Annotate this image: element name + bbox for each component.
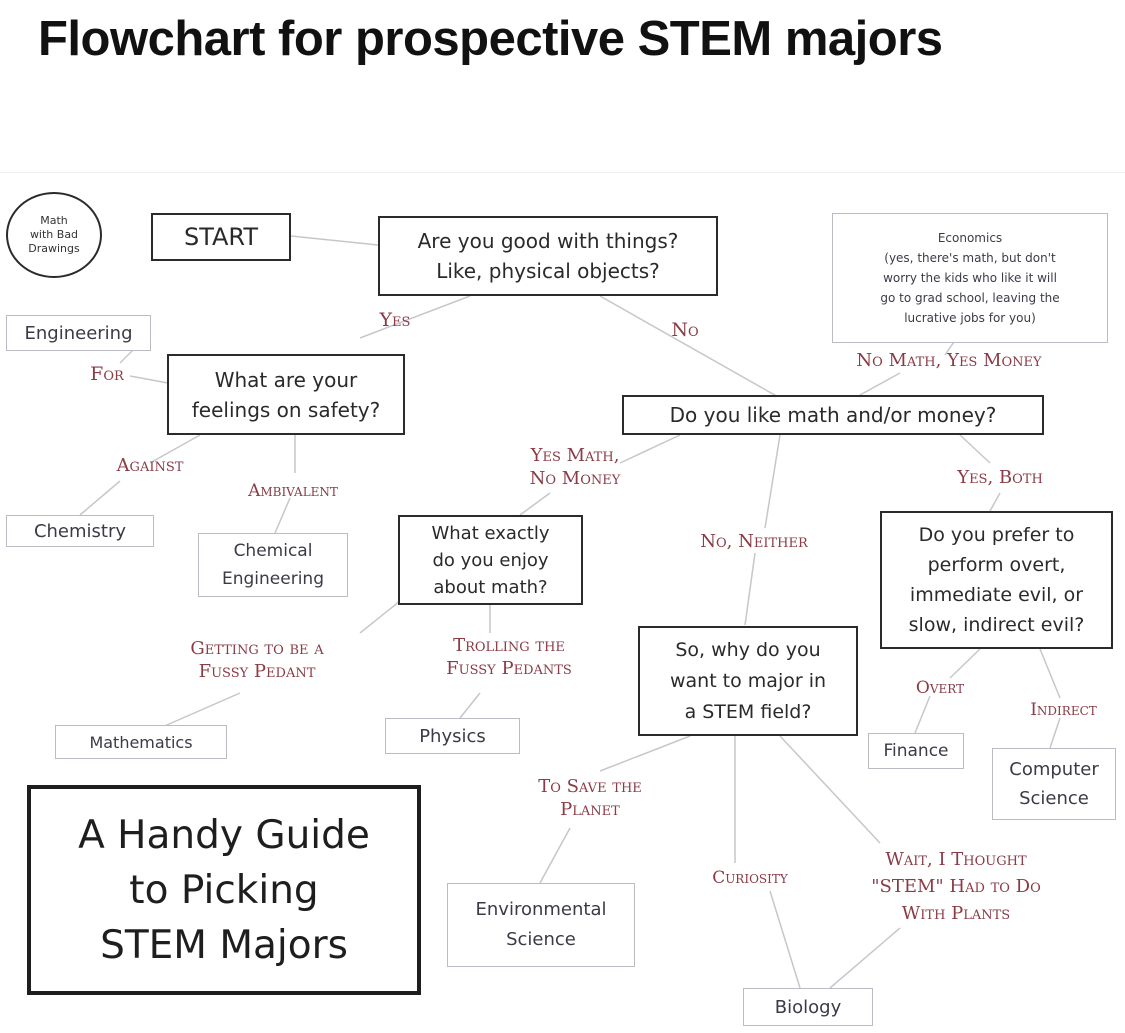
result-physics: Physics (385, 718, 520, 754)
result-engineering: Engineering (6, 315, 151, 351)
node-enjoy-about-math: What exactly do you enjoy about math? (398, 515, 583, 605)
edge-label-curiosity: Curiosity (712, 868, 788, 888)
connector-lines (79, 235, 1061, 989)
edge-label-yes-math-no-money: Yes Math, No Money (529, 445, 621, 489)
node-feelings-on-safety: What are your feelings on safety? (167, 354, 405, 435)
connector-safety-against (149, 434, 201, 464)
connector-plants-bio (829, 927, 901, 989)
connector-why-planet (599, 735, 691, 772)
edge-label-fussy-pedant: Getting to be a Fussy Pedant (190, 638, 324, 682)
connector-for-safety (129, 375, 169, 384)
edge-label-yes-both: Yes, Both (957, 467, 1043, 488)
edge-label-overt: Overt (915, 678, 965, 698)
edge-label-no-math-yes-money: No Math, Yes Money (856, 350, 1042, 371)
edge-label-against: Against (116, 455, 184, 476)
handy-guide-title-box: A Handy Guide to Picking STEM Majors (27, 785, 421, 995)
connector-trolling-physics (459, 692, 481, 719)
connector-pedant-math (159, 692, 241, 729)
edge-label-for: For (90, 363, 124, 385)
math-with-bad-drawings-logo: Math with Bad Drawings (6, 192, 102, 278)
connector-curiosity-bio (769, 890, 801, 989)
connector-q-yesmath (619, 434, 681, 464)
connector-yesmath-enjoy (519, 492, 551, 516)
page-title: Flowchart for prospective STEM majors (38, 12, 943, 66)
connector-nomath-q (859, 372, 901, 396)
edge-label-indirect: Indirect (1030, 700, 1097, 720)
connector-start-things (290, 235, 379, 246)
connector-ambivalent-chemeng (274, 497, 291, 534)
connector-planet-env (539, 827, 571, 884)
edge-label-ambivalent: Ambivalent (248, 481, 338, 501)
connector-evil-indirect (1039, 648, 1061, 699)
connector-evil-overt (949, 648, 981, 679)
connector-indirect-cs (1049, 717, 1061, 749)
connector-things-no (599, 295, 781, 399)
connector-why-plants (779, 735, 881, 844)
result-chemistry: Chemistry (6, 515, 154, 547)
connector-q-neither (764, 434, 781, 529)
edge-label-save-planet: To Save the Planet (538, 776, 642, 820)
node-start: START (151, 213, 291, 261)
result-chemical-engineering: Chemical Engineering (198, 533, 348, 597)
connector-overt-finance (914, 695, 931, 734)
connector-q-yesboth (959, 434, 991, 464)
edge-label-trolling-pedants: Trolling the Fussy Pedants (446, 635, 572, 679)
connector-against-chemistry (79, 480, 121, 516)
edge-label-yes: Yes (379, 309, 411, 331)
edge-label-no-neither: No, Neither (700, 531, 808, 552)
result-economics: Economics (yes, there's math, but don't … (832, 213, 1108, 343)
connector-neither-why (744, 552, 756, 626)
edge-label-thought-plants: Wait, I Thought "STEM" Had to Do With Pl… (871, 849, 1041, 924)
result-mathematics: Mathematics (55, 725, 227, 759)
node-overt-or-indirect-evil: Do you prefer to perform overt, immediat… (880, 511, 1113, 649)
result-environmental-science: Environmental Science (447, 883, 635, 967)
node-why-stem: So, why do you want to major in a STEM f… (638, 626, 858, 736)
title-bar: Flowchart for prospective STEM majors (0, 0, 1125, 173)
result-computer-science: Computer Science (992, 748, 1116, 820)
result-finance: Finance (868, 733, 964, 769)
connector-things-yes (359, 295, 471, 339)
node-math-and-money: Do you like math and/or money? (622, 395, 1044, 435)
node-good-with-things: Are you good with things? Like, physical… (378, 216, 718, 296)
edge-label-no: No (671, 319, 699, 341)
result-biology: Biology (743, 988, 873, 1026)
connector-yesboth-evil (989, 492, 1001, 512)
flowchart-canvas: Math with Bad Drawings START Are you goo… (0, 173, 1125, 1033)
